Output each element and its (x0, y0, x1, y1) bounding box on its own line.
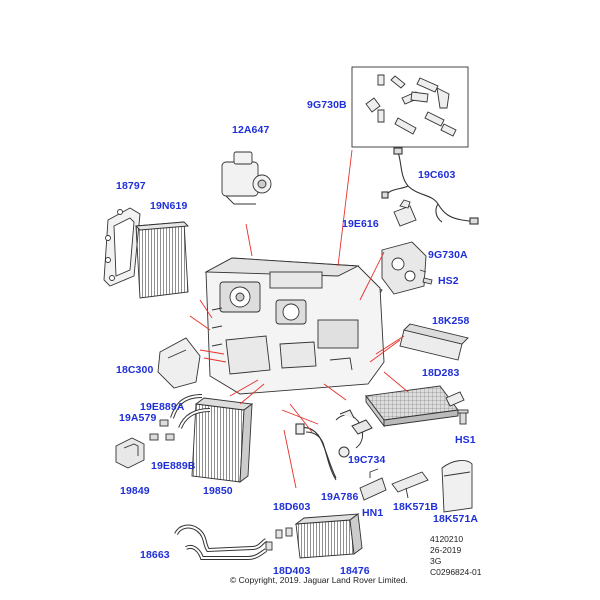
ac-pipe-19c734 (335, 409, 373, 458)
label-hs2: HS2 (438, 275, 459, 287)
label-18d403: 18D403 (273, 565, 311, 577)
hose-clips (265, 527, 293, 551)
reference-code: 3G (430, 556, 442, 566)
sensor-module (393, 199, 417, 227)
mounting-bracket (115, 437, 145, 469)
reference-block: 4120210 26-2019 3G C0296824-01 (430, 534, 482, 578)
reference-date: 26-2019 (430, 545, 462, 555)
actuator-kit-box (351, 66, 469, 148)
cabin-filter (134, 221, 190, 299)
label-18k258: 18K258 (432, 315, 470, 327)
label-18797: 18797 (116, 180, 146, 192)
label-18663: 18663 (140, 549, 170, 561)
actuator-pins-icon (365, 74, 457, 137)
copyright-notice: © Copyright, 2019. Jaguar Land Rover Lim… (230, 575, 408, 585)
heater-hose-inner (175, 525, 267, 559)
blower-motor (221, 151, 272, 205)
label-19849: 19849 (120, 485, 150, 497)
hvac-housing (204, 257, 385, 395)
heater-pipes-inner (171, 395, 211, 429)
label-19a786: 19A786 (321, 491, 359, 503)
label-12a647: 12A647 (232, 124, 270, 136)
leader-lines (189, 149, 409, 489)
label-18d603: 18D603 (273, 501, 311, 513)
label-18c300: 18C300 (116, 364, 154, 376)
label-19e616: 19E616 (342, 218, 379, 230)
label-19a579: 19A579 (119, 412, 157, 424)
cartridge-18476 (294, 513, 363, 559)
bracket-hn1 (359, 468, 387, 501)
label-18476: 18476 (340, 565, 370, 577)
reference-drawing-id: C0296824-01 (430, 567, 482, 577)
label-19850: 19850 (203, 485, 233, 497)
label-18d283: 18D283 (422, 367, 460, 379)
bolt-hs1 (457, 409, 469, 425)
cover-18k571a (441, 460, 473, 513)
screw-hs2 (422, 277, 433, 285)
label-18k571b: 18K571B (393, 501, 439, 513)
label-19e889b: 19E889B (151, 460, 196, 472)
filter-housing (103, 207, 141, 287)
label-19n619: 19N619 (150, 200, 188, 212)
label-9g730b: 9G730B (307, 99, 347, 111)
bracket-18k571b (391, 471, 429, 499)
label-19e889a: 19E889A (140, 401, 185, 413)
label-19c603: 19C603 (418, 169, 456, 181)
reference-number: 4120210 (430, 534, 464, 544)
label-18k571a: 18K571A (433, 513, 479, 525)
pipe-clamps (149, 419, 175, 441)
label-hs1: HS1 (455, 434, 476, 446)
heater-core (191, 397, 254, 483)
label-hn1: HN1 (362, 507, 384, 519)
evaporator (365, 385, 465, 428)
label-19c734: 19C734 (348, 454, 386, 466)
duct-18k258 (399, 323, 469, 361)
hose-19a786 (295, 423, 337, 481)
housing-piece-18c300 (157, 337, 201, 389)
wiring-harness (381, 147, 479, 225)
label-9g730a: 9G730A (428, 249, 468, 261)
heater-hose-assembly (174, 524, 268, 560)
